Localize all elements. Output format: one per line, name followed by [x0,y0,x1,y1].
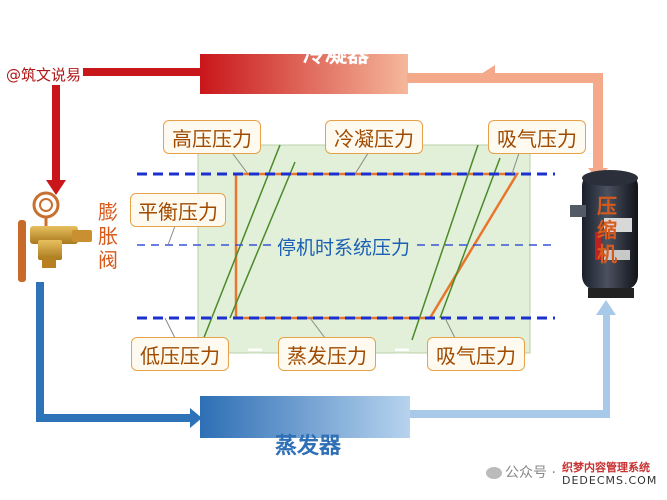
callout-suction-top [511,149,521,175]
low-pressure-box: 低压压力 [131,337,229,371]
callout-cond [354,149,371,175]
expansion-valve-text: 膨胀阀 [98,200,118,272]
equals-sign-bottom-1: = [245,340,265,365]
condensing-pressure-box: 冷凝压力 [325,120,423,154]
callout-high [229,149,249,175]
evaporator-bar [200,396,410,438]
compressor-label: 压缩机 [596,194,620,266]
hot-arrow-left-head [481,65,495,83]
compressor-icon [570,170,638,298]
callout-balance [167,225,176,246]
evaporator-label: 蒸发器 [274,434,341,459]
author-watermark: @筑文说易 [4,64,84,85]
equals-sign-top-2: = [446,123,466,148]
equals-sign-top-1: = [283,123,303,148]
shutdown-pressure-text: 停机时系统压力 [273,233,415,260]
callout-low [164,317,176,339]
green-line-3 [411,144,479,341]
expansion-valve-label: 膨胀阀 [97,200,121,272]
hot-pipe-left [46,68,200,195]
site-badge: 织梦内容管理系统 DEDECMS.COM [560,460,660,488]
site-badge-line-1: 织梦内容管理系统 [562,461,650,474]
callout-evap [309,317,326,339]
high-pressure-box: 高压压力 [163,120,261,154]
green-line-2 [229,161,296,319]
expansion-valve-icon [18,191,92,282]
balance-pressure-box: 平衡压力 [130,193,226,227]
condenser-label: 冷凝器 [302,43,369,68]
suction-pressure-bottom-box: 吸气压力 [427,337,525,371]
evaporating-pressure-box: 蒸发压力 [278,337,376,371]
callout-suction-bottom [444,317,456,339]
suction-pressure-top-box: 吸气压力 [488,120,586,154]
equals-sign-bottom-2: = [392,340,412,365]
site-badge-line-2: DEDECMS.COM [562,474,658,487]
green-line-4 [439,157,501,319]
condenser-bar [200,54,408,94]
green-line-1 [202,144,281,341]
wechat-text: 公众号 · [505,465,556,481]
compressor-text: 压缩机 [597,194,617,266]
wechat-icon [486,467,502,479]
wechat-label: 公众号 · [486,462,556,482]
